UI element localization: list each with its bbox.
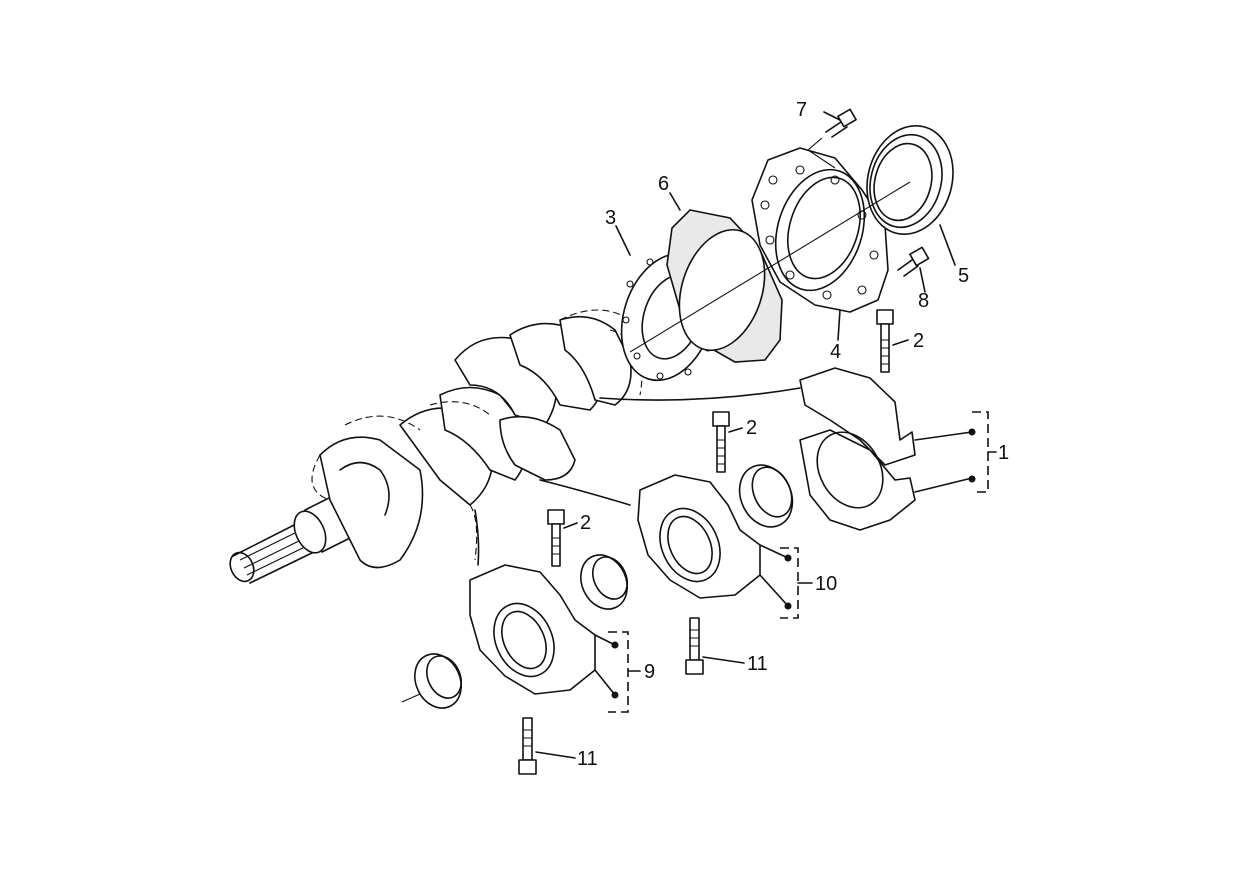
bearing-shell-middle bbox=[580, 554, 629, 610]
part-11-bolt-left bbox=[518, 717, 576, 775]
assembly-axis-line bbox=[629, 181, 911, 353]
callout-10: 10 bbox=[815, 573, 837, 595]
callout-8: 8 bbox=[918, 290, 929, 312]
leader-8 bbox=[919, 267, 926, 293]
crankshaft bbox=[229, 309, 801, 584]
leader-4 bbox=[837, 309, 841, 341]
part-10-bearing-cap bbox=[637, 474, 792, 610]
callout-5: 5 bbox=[958, 265, 969, 287]
part-2-bolt-left bbox=[547, 509, 578, 567]
callout-11-left: 11 bbox=[577, 748, 598, 770]
leader-3 bbox=[615, 225, 631, 256]
callout-1: 1 bbox=[998, 442, 1009, 464]
leader-6 bbox=[669, 192, 681, 211]
part-2-bolt-right bbox=[876, 309, 909, 373]
bearing-shell-upper bbox=[738, 464, 794, 528]
callout-2-left: 2 bbox=[580, 512, 591, 534]
part-11-bolt-middle bbox=[685, 617, 745, 675]
part-2-bolt-middle bbox=[712, 411, 743, 473]
part-5-oil-seal bbox=[866, 124, 954, 236]
callout-3: 3 bbox=[605, 207, 616, 229]
callout-4: 4 bbox=[830, 341, 841, 363]
callout-9: 9 bbox=[644, 661, 655, 683]
callout-7: 7 bbox=[796, 99, 807, 121]
leader-7 bbox=[823, 111, 841, 121]
callout-2-middle: 2 bbox=[746, 417, 757, 439]
bearing-shell-lower bbox=[401, 653, 463, 709]
callout-2-right: 2 bbox=[913, 330, 924, 352]
callout-6: 6 bbox=[658, 173, 669, 195]
part-4-seal-housing bbox=[751, 147, 889, 313]
callout-11-middle: 11 bbox=[747, 653, 768, 675]
part-9-bearing-cap bbox=[469, 564, 619, 699]
bracket-part-10 bbox=[780, 547, 799, 619]
part-8-screw bbox=[897, 246, 930, 277]
part-7-screw bbox=[807, 108, 857, 169]
leader-5 bbox=[939, 224, 956, 266]
part-1-bearing-cap bbox=[799, 367, 976, 531]
bracket-part-9 bbox=[608, 631, 629, 713]
part-6-gasket bbox=[666, 209, 783, 363]
